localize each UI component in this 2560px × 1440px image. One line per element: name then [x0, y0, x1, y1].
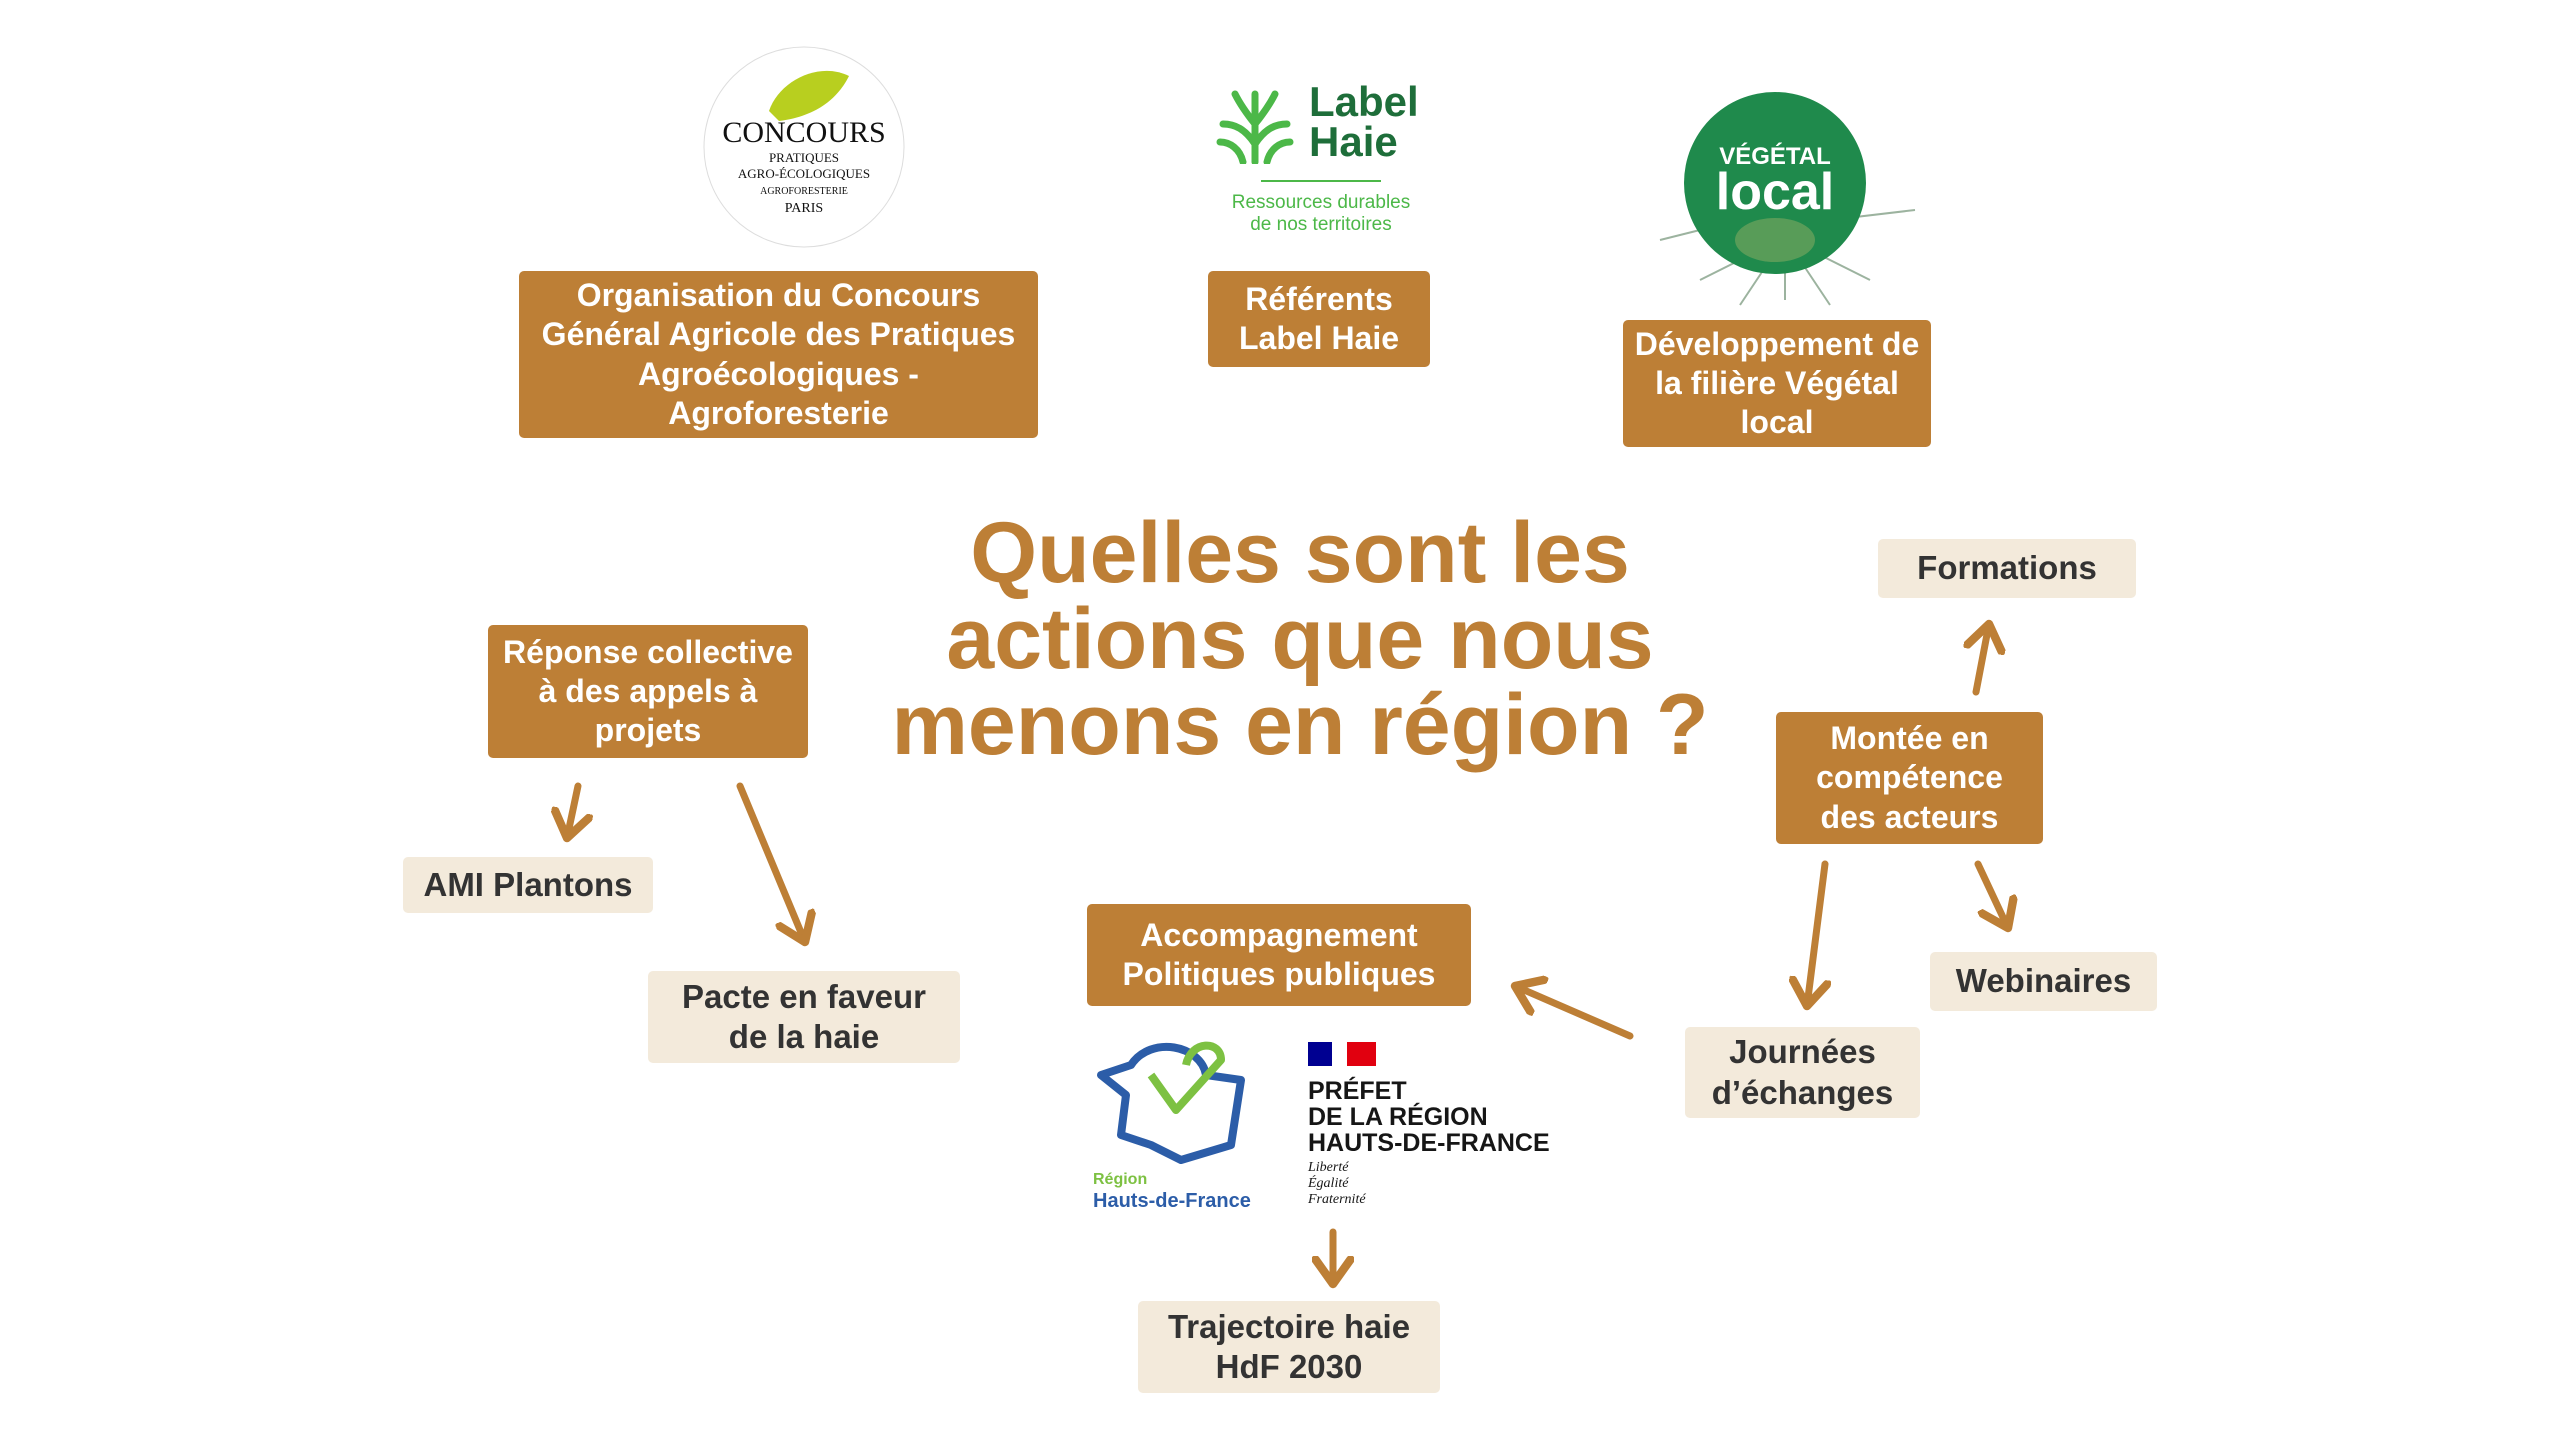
- sub-formations: Formations: [1878, 539, 2136, 598]
- hedge-icon: [1216, 90, 1294, 164]
- action-label: Réponse collective à des appels à projet…: [503, 633, 793, 749]
- concours-logo-line: PRATIQUES: [768, 150, 840, 165]
- concours-logo-line: PARIS: [784, 201, 824, 216]
- concours-logo-line: AGRO-ÉCOLOGIQUES: [737, 166, 871, 181]
- action-accompagnement: Accompagnement Politiques publiques: [1087, 904, 1471, 1006]
- action-label: Organisation du Concours Général Agricol…: [541, 277, 1016, 431]
- region-hdf-name: Hauts-de-France: [1093, 1190, 1251, 1212]
- french-flag-icon: [1308, 1042, 1376, 1066]
- arrow-journees-to-accompagnement: [1515, 986, 1634, 1040]
- sub-journees: Journées d’échanges: [1685, 1027, 1920, 1118]
- arrow-reponse-to-ami: [567, 782, 578, 838]
- vegetal-local-name: local: [1715, 163, 1835, 221]
- sub-label: AMI Plantons: [423, 865, 633, 903]
- prefet-motto: Liberté: [1308, 1160, 1349, 1175]
- arrow-montee-to-journees: [1807, 860, 1825, 1006]
- sub-webinaires: Webinaires: [1930, 952, 2157, 1011]
- sub-label: Formations: [1917, 549, 2097, 587]
- vegetal-local-logo: VÉGÉTAL local: [1640, 90, 1930, 310]
- sub-label: Webinaires: [1955, 962, 2132, 1000]
- label-haie-tagline: de nos territoires: [1250, 214, 1392, 235]
- action-label: Référents Label Haie: [1238, 280, 1400, 356]
- arrow-reponse-to-pacte: [736, 782, 805, 942]
- sub-ami-plantons: AMI Plantons: [403, 857, 653, 913]
- action-label: Accompagnement Politiques publiques: [1122, 916, 1436, 992]
- arrow-montee-to-formations: [1976, 624, 1989, 696]
- prefet-logo: PRÉFET DE LA RÉGION HAUTS-DE-FRANCE Libe…: [1308, 1042, 1568, 1212]
- sub-label: Pacte en faveur de la haie: [682, 977, 926, 1055]
- action-montee-competence: Montée en compétence des acteurs: [1776, 712, 2043, 844]
- sub-trajectoire: Trajectoire haie HdF 2030: [1138, 1301, 1440, 1393]
- sub-pacte: Pacte en faveur de la haie: [648, 971, 960, 1063]
- label-haie-name: Label: [1309, 78, 1419, 125]
- prefet-line: PRÉFET: [1308, 1077, 1407, 1105]
- action-reponse-collective: Réponse collective à des appels à projet…: [488, 625, 808, 758]
- concours-logo: CONCOURS PRATIQUES AGRO-ÉCOLOGIQUES AGRO…: [699, 41, 909, 253]
- prefet-line: HAUTS-DE-FRANCE: [1308, 1129, 1550, 1157]
- label-haie-logo: Label Haie Ressources durables de nos te…: [1211, 78, 1431, 242]
- concours-logo-line: AGROFORESTERIE: [760, 186, 848, 197]
- prefet-motto: Fraternité: [1308, 1192, 1366, 1207]
- main-title: Quelles sont les actions que nous menons…: [891, 505, 1709, 773]
- prefet-motto: Égalité: [1308, 1176, 1349, 1191]
- sub-label: Journées d’échanges: [1711, 1033, 1894, 1111]
- region-hdf-logo: Région Hauts-de-France: [1091, 1035, 1271, 1215]
- region-hdf-label: Région: [1093, 1171, 1148, 1188]
- action-label-haie: Référents Label Haie: [1208, 271, 1430, 367]
- action-concours: Organisation du Concours Général Agricol…: [519, 271, 1038, 438]
- arrow-montee-to-webinaires: [1974, 860, 2008, 928]
- action-vegetal-local: Développement de la filière Végétal loca…: [1623, 320, 1931, 447]
- prefet-line: DE LA RÉGION: [1308, 1103, 1488, 1131]
- action-label: Montée en compétence des acteurs: [1816, 720, 2003, 835]
- concours-logo-main: CONCOURS: [722, 116, 886, 149]
- vegetal-local-name: VÉGÉTAL: [1719, 143, 1831, 170]
- action-label: Développement de la filière Végétal loca…: [1634, 325, 1920, 441]
- sub-label: Trajectoire haie HdF 2030: [1167, 1307, 1411, 1385]
- label-haie-name: Haie: [1309, 118, 1398, 165]
- label-haie-tagline: Ressources durables: [1231, 192, 1411, 213]
